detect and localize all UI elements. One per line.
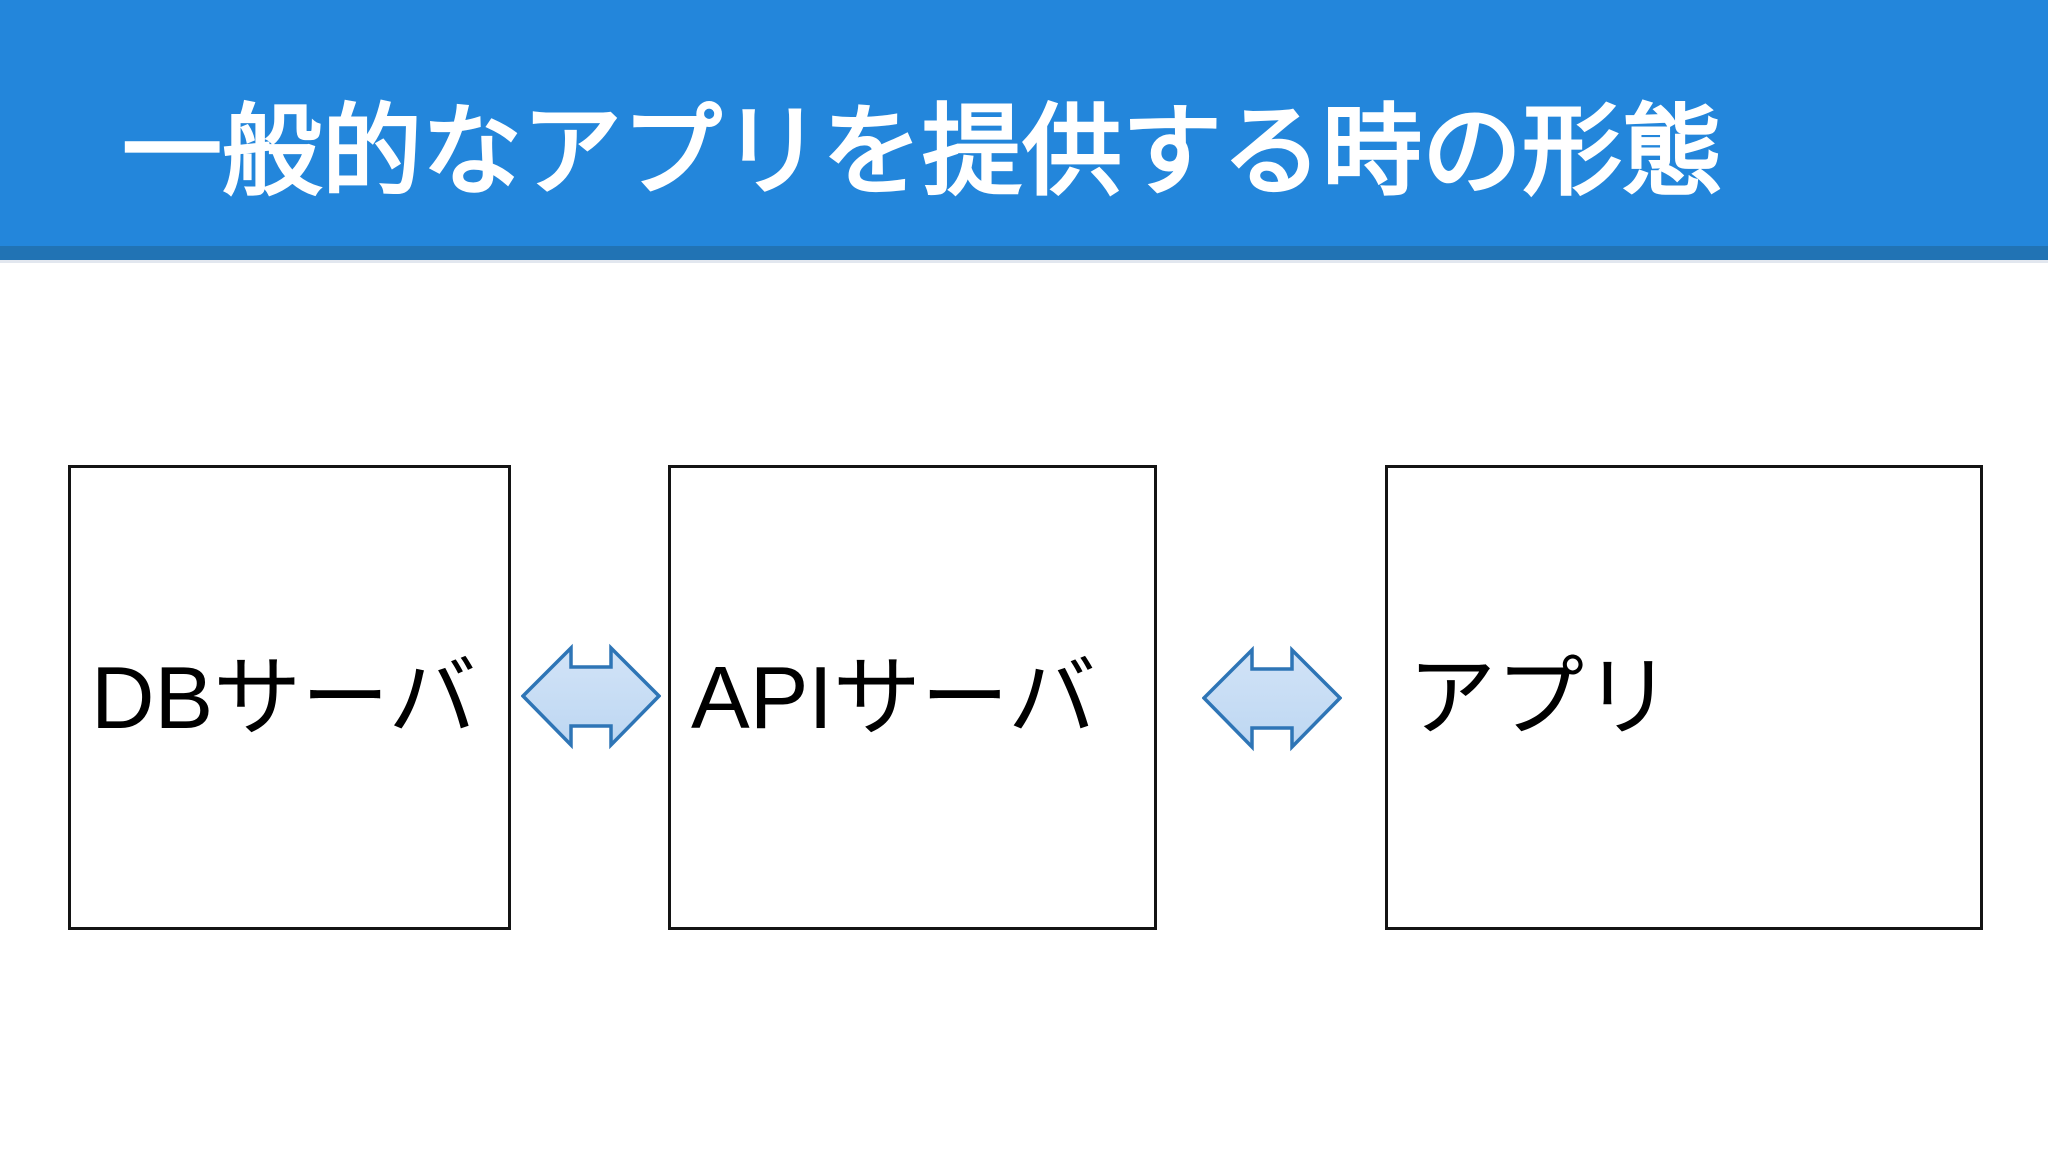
node-db-server: DBサーバ — [68, 465, 511, 930]
double-arrow-icon — [521, 643, 661, 750]
node-app: アプリ — [1385, 465, 1983, 930]
node-api-server: APIサーバ — [668, 465, 1157, 930]
node-api-server-label: APIサーバ — [691, 647, 1096, 747]
slide-title: 一般的なアプリを提供する時の形態 — [122, 96, 1722, 208]
slide-header: 一般的なアプリを提供する時の形態 — [0, 0, 2048, 246]
double-arrow-icon — [1202, 645, 1342, 752]
node-app-label: アプリ — [1408, 647, 1673, 747]
node-db-server-label: DBサーバ — [91, 647, 477, 747]
header-accent-strip — [0, 246, 2048, 263]
